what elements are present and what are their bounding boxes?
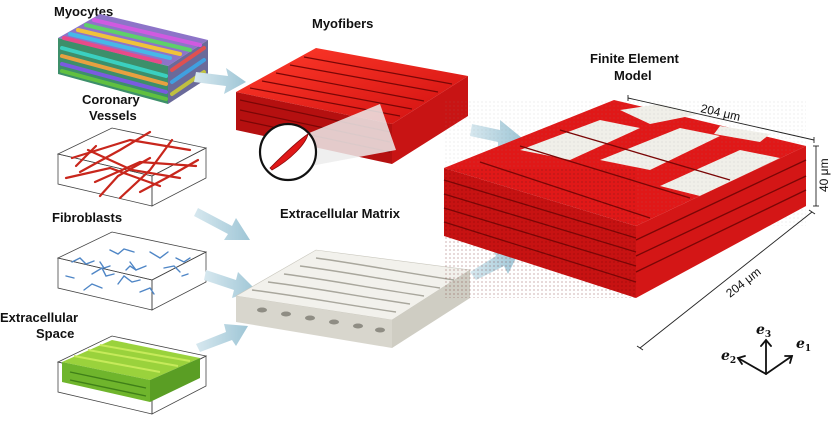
arrow-fibroblasts-to-ecm xyxy=(194,208,250,240)
arrow-ecs-to-ecm xyxy=(196,324,248,352)
dimension-annotations xyxy=(627,95,819,351)
axis-e2-label: e2 xyxy=(721,348,736,366)
extracellular-space-label-line2: Space xyxy=(36,326,74,341)
coronary-vessels-label-line1: Coronary xyxy=(82,92,141,107)
myofibers-label: Myofibers xyxy=(312,16,373,31)
extracellular-matrix-label: Extracellular Matrix xyxy=(280,206,401,221)
depth-dimension-label: 204 μm xyxy=(723,265,763,301)
extracellular-space-label-line1: Extracellular xyxy=(0,310,78,325)
myofibers-volume xyxy=(236,48,468,182)
arrow-myocytes-to-myofibers xyxy=(194,68,246,94)
width-dimension-line xyxy=(627,97,815,141)
depth-dimension-line xyxy=(639,211,813,349)
height-dimension-label: 40 μm xyxy=(817,158,831,192)
arrow-vessels-to-ecm xyxy=(204,270,256,298)
coordinate-axes: e3 e2 e1 xyxy=(721,322,811,375)
axis-e1-label: e1 xyxy=(796,336,811,354)
fem-label-line1: Finite Element xyxy=(590,51,680,66)
myocytes-volume xyxy=(58,14,208,104)
single-myofiber-icon xyxy=(269,133,309,171)
extracellular-space-volume xyxy=(56,335,208,415)
coronary-vessels-volume xyxy=(56,127,208,207)
axis-e3-label: e3 xyxy=(756,322,771,340)
fibroblasts-volume xyxy=(56,231,208,311)
coronary-vessels-label-line2: Vessels xyxy=(89,108,137,123)
fibroblasts-label: Fibroblasts xyxy=(52,210,122,225)
finite-element-model xyxy=(443,100,807,298)
fem-label-line2: Model xyxy=(614,68,652,83)
extracellular-matrix-volume xyxy=(235,249,471,348)
